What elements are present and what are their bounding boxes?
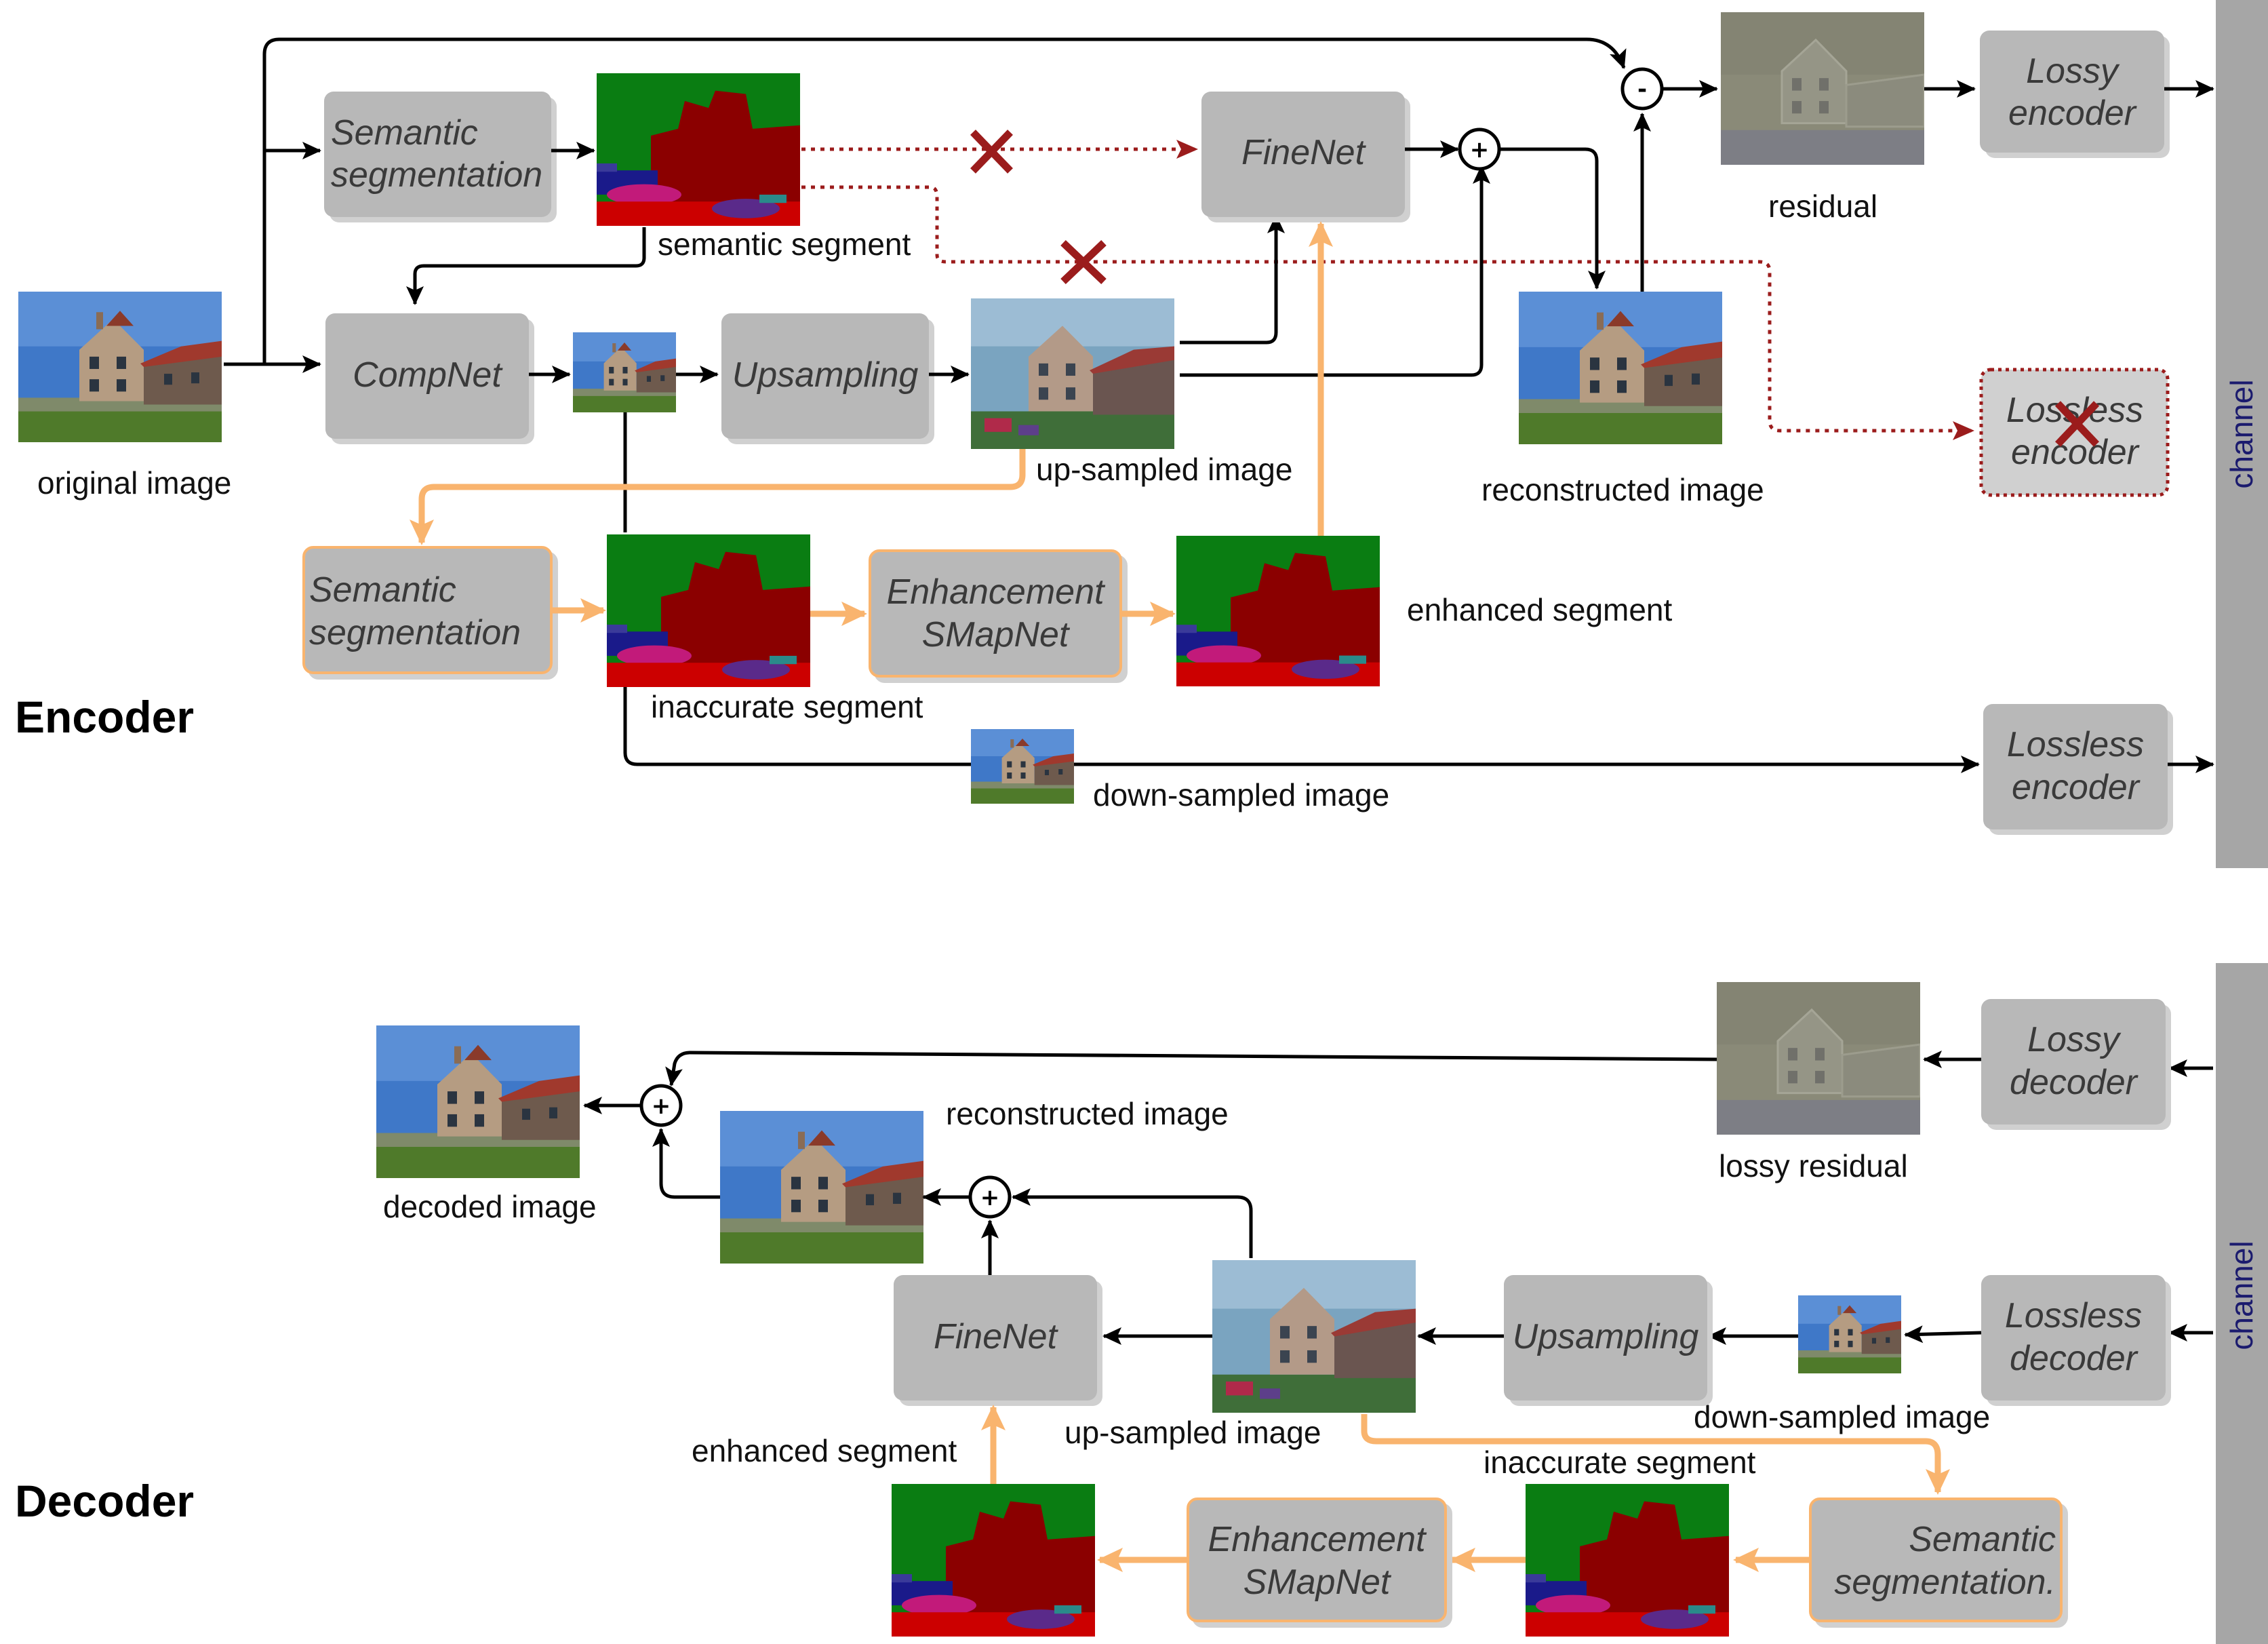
enhanced-segment-image bbox=[1176, 536, 1380, 686]
lossy-encoder-box bbox=[1980, 31, 2164, 153]
decoder-enhanced-segment-image bbox=[892, 1484, 1095, 1637]
decoder-enhancement-smapnet-line2: SMapNet bbox=[1244, 1563, 1392, 1602]
arrow-plus-to-reconstructed bbox=[1499, 147, 1606, 290]
lossy-encoder-line1: Lossy bbox=[2026, 52, 2120, 91]
decoder-up-sampled-image bbox=[1212, 1260, 1416, 1413]
decoder-semantic-segmentation-line2: segmentation. bbox=[1834, 1563, 2056, 1602]
encoder-channel-label: channel bbox=[2224, 379, 2259, 488]
lossless-encoder-line1: Lossless bbox=[2007, 725, 2144, 764]
blocked-segment-to-lossless-encoder bbox=[801, 185, 1974, 440]
down-sampled-image bbox=[971, 729, 1074, 804]
residual-image bbox=[1721, 12, 1924, 165]
arrow-reconstructed-to-plus bbox=[652, 1128, 720, 1199]
lossy-decoder-box bbox=[1981, 999, 2166, 1124]
semantic-segmentation-top-line1: Semantic bbox=[331, 113, 478, 153]
decoder-finenet-box bbox=[894, 1275, 1097, 1401]
decoder-channel-label: channel bbox=[2224, 1240, 2259, 1350]
upsampling-box bbox=[721, 313, 929, 439]
encoder-channel-bar bbox=[2216, 0, 2268, 868]
semantic-path-to-segmentation bbox=[410, 449, 1026, 545]
decoder-section-title: Decoder bbox=[15, 1476, 194, 1526]
up-sampled-image bbox=[971, 298, 1174, 449]
decoder-up-sampled-image-label: up-sampled image bbox=[1065, 1415, 1321, 1450]
arrow-upsampled-to-plus bbox=[1180, 165, 1490, 377]
decoder-down-sampled-image bbox=[1798, 1295, 1901, 1373]
lossless-encoder-crossed-line2: encoder bbox=[2011, 433, 2141, 472]
down-sampled-image-label: down-sampled image bbox=[1093, 777, 1389, 813]
reconstructed-image-label: reconstructed image bbox=[1481, 472, 1764, 507]
decoder-plus-outer-symbol: + bbox=[652, 1093, 671, 1120]
semantic-segmentation-box-top bbox=[324, 92, 551, 217]
skip-connection-to-residual bbox=[224, 37, 1627, 366]
blocked-cross-icon-3 bbox=[2055, 401, 2099, 447]
encoder-section-title: Encoder bbox=[15, 692, 194, 742]
decoder-upsampling-box bbox=[1504, 1275, 1707, 1401]
decoded-image-label: decoded image bbox=[383, 1189, 597, 1224]
decoder-plus-operator-inner bbox=[968, 1175, 1012, 1219]
decoder-finenet-label: FineNet bbox=[934, 1317, 1059, 1356]
reconstructed-image bbox=[1519, 292, 1722, 444]
lossless-decoder-line1: Lossless bbox=[2005, 1296, 2142, 1335]
arrow-upsampled-to-inner-plus bbox=[1012, 1188, 1253, 1258]
semantic-segment-label: semantic segment bbox=[658, 227, 911, 262]
lossy-encoder-line2: encoder bbox=[2008, 94, 2138, 133]
semantic-segmentation-top-line2: segmentation bbox=[331, 155, 542, 195]
decoder-inaccurate-segment-label: inaccurate segment bbox=[1484, 1445, 1756, 1480]
decoder-semantic-segmentation-box bbox=[1809, 1498, 2063, 1622]
enhancement-smapnet-line2: SMapNet bbox=[922, 615, 1071, 654]
semantic-segmentation-bottom-line2: segmentation bbox=[309, 613, 521, 652]
arrow-residual-to-plus bbox=[665, 1051, 1717, 1087]
original-image-label: original image bbox=[37, 465, 231, 501]
segment-to-compnet-arrow bbox=[406, 227, 646, 305]
decoder-upsampling-label: Upsampling bbox=[1513, 1317, 1699, 1356]
encoder-minus-symbol: - bbox=[1637, 76, 1647, 103]
decoder-channel-bar bbox=[2216, 963, 2268, 1644]
lossless-decoder-box bbox=[1981, 1275, 2166, 1401]
arrow-lossless-decoder-to-down-sampled bbox=[1904, 1325, 1982, 1344]
lossy-decoder-line1: Lossy bbox=[2027, 1020, 2122, 1059]
compnet-label: CompNet bbox=[353, 355, 503, 395]
lossless-decoder-line2: decoder bbox=[2010, 1339, 2139, 1378]
decoder-reconstructed-image bbox=[720, 1111, 923, 1264]
up-sampled-image-label: up-sampled image bbox=[1036, 452, 1292, 487]
compressed-small-image bbox=[573, 332, 676, 412]
residual-label: residual bbox=[1768, 189, 1877, 224]
decoder-enhanced-segment-label: enhanced segment bbox=[692, 1433, 957, 1468]
semantic-segment-image bbox=[597, 73, 800, 226]
inaccurate-segment-image bbox=[607, 534, 810, 687]
enhancement-smapnet-line1: Enhancement bbox=[887, 572, 1106, 612]
decoder-enhancement-smapnet-box bbox=[1187, 1498, 1447, 1622]
enhancement-smapnet-box bbox=[869, 549, 1122, 678]
lossless-encoder-box bbox=[1983, 704, 2168, 829]
lossless-encoder-crossed-box bbox=[1979, 368, 2170, 497]
decoder-inaccurate-segment-image bbox=[1526, 1484, 1729, 1637]
semantic-segmentation-bottom-line1: Semantic bbox=[309, 570, 456, 610]
decoder-enhancement-smapnet-line1: Enhancement bbox=[1208, 1520, 1427, 1559]
arrow-upsampled-to-finenet bbox=[1180, 214, 1285, 345]
inaccurate-segment-label: inaccurate segment bbox=[651, 689, 923, 724]
lossy-decoder-line2: decoder bbox=[2010, 1063, 2139, 1102]
upsampling-label: Upsampling bbox=[732, 355, 919, 395]
blocked-cross-icon-1 bbox=[970, 130, 1013, 174]
decoder-plus-inner-symbol: + bbox=[980, 1184, 1000, 1211]
enhanced-segment-label: enhanced segment bbox=[1407, 592, 1673, 627]
decoder-down-sampled-image-label: down-sampled image bbox=[1694, 1399, 1990, 1434]
blocked-cross-icon-2 bbox=[1060, 240, 1107, 284]
decoded-image bbox=[376, 1025, 580, 1178]
encoder-plus-symbol: + bbox=[1470, 136, 1490, 163]
decoder-semantic-segmentation-line1: Semantic bbox=[1909, 1520, 2056, 1559]
finenet-label: FineNet bbox=[1241, 133, 1367, 172]
decoder-semantic-path-to-segmentation bbox=[1361, 1414, 1950, 1495]
lossy-residual-label: lossy residual bbox=[1719, 1148, 1908, 1183]
lossy-residual-image bbox=[1717, 982, 1920, 1135]
semantic-segmentation-box-bottom bbox=[302, 546, 553, 674]
original-image bbox=[18, 292, 222, 442]
finenet-box bbox=[1201, 92, 1405, 217]
arrow-to-lossless-encoder bbox=[623, 687, 1980, 773]
lossless-encoder-line2: encoder bbox=[2012, 768, 2141, 807]
compnet-box bbox=[325, 313, 529, 439]
decoder-reconstructed-image-label: reconstructed image bbox=[946, 1096, 1229, 1131]
